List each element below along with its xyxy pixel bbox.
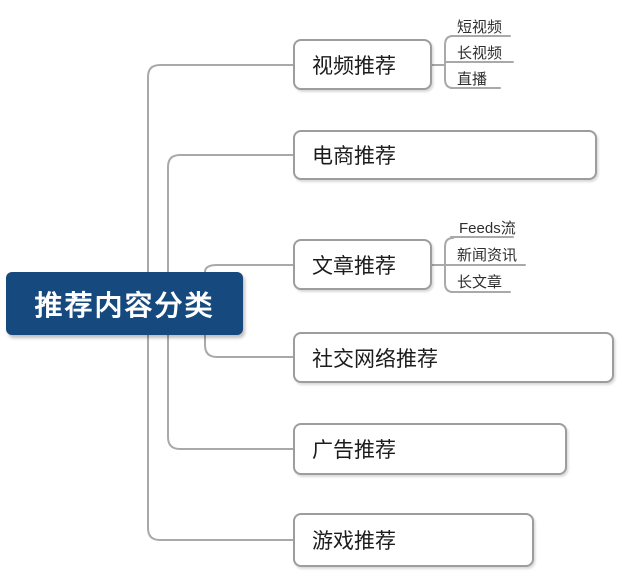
child-node-short-video[interactable]: 短视频 <box>457 19 503 36</box>
child-node-feeds[interactable]: Feeds流 <box>459 220 516 237</box>
branch-node-ads[interactable]: 广告推荐 <box>293 423 567 475</box>
connector-root-to-ecommerce <box>167 154 294 273</box>
branch-node-social[interactable]: 社交网络推荐 <box>293 332 614 383</box>
connector-root-to-video <box>147 64 294 273</box>
connector-root-to-game <box>147 334 294 541</box>
branch-node-video[interactable]: 视频推荐 <box>293 39 432 90</box>
connector-root-to-ads <box>167 334 294 450</box>
child-node-long-video[interactable]: 长视频 <box>457 45 503 62</box>
child-node-long-article[interactable]: 长文章 <box>457 274 503 291</box>
branch-node-article[interactable]: 文章推荐 <box>293 239 432 290</box>
child-node-news[interactable]: 新闻资讯 <box>457 247 518 264</box>
connector-root-to-article <box>204 264 294 273</box>
child-node-live[interactable]: 直播 <box>457 71 488 88</box>
branch-node-game[interactable]: 游戏推荐 <box>293 513 534 567</box>
connector-root-to-social <box>204 334 294 358</box>
root-node[interactable]: 推荐内容分类 <box>6 272 243 335</box>
branch-node-ecommerce[interactable]: 电商推荐 <box>293 130 597 180</box>
